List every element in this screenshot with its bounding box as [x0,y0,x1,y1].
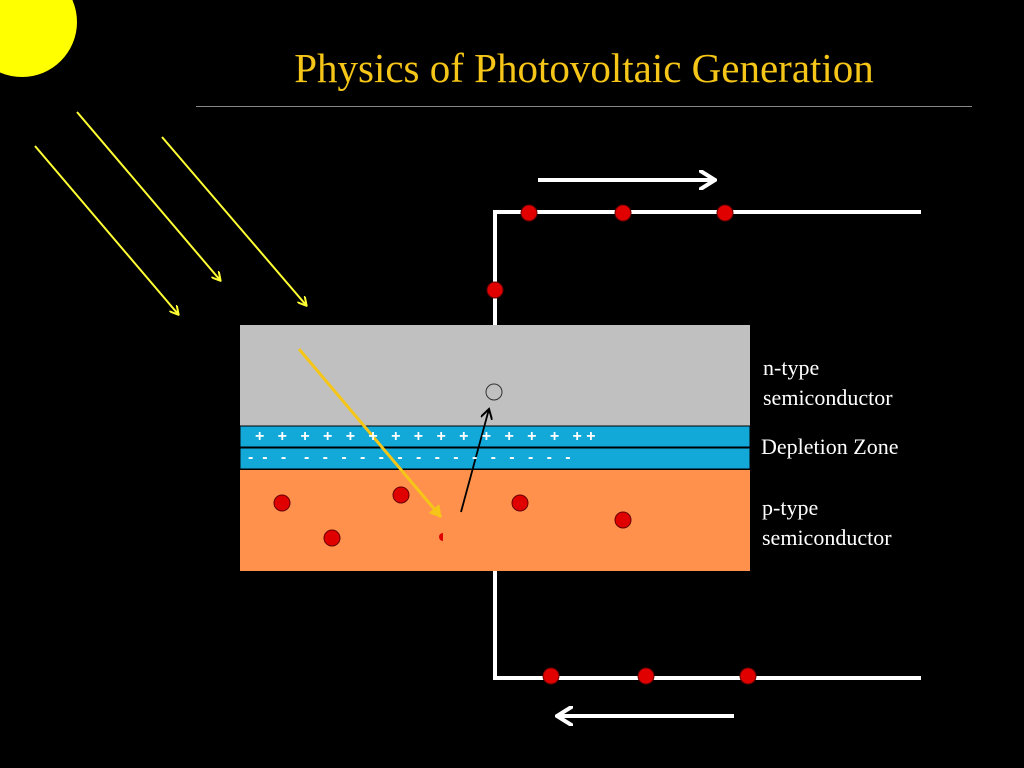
positive-charges: + + + + + + + + + + + + + + + + [255,428,596,445]
electron-dot [273,494,291,512]
sun-icon [0,0,77,77]
p-type-label: p-type semiconductor [762,493,892,553]
p-type-label-line1: p-type [762,495,819,520]
hole-circle [485,383,503,401]
sun-ray [34,145,178,314]
negative-charges: - - - - - - - - - - - - - - - - - - [248,449,571,466]
electron-dot [614,511,632,529]
electron-dot [739,667,757,685]
electron-dot [486,281,504,299]
electron-dot [323,529,341,547]
electron-dot [511,494,529,512]
depletion-negative-layer [239,447,751,470]
bottom-wire [493,571,921,680]
depletion-zone-label: Depletion Zone [761,434,899,459]
n-type-layer [240,325,750,426]
electron-path-arrow [460,409,489,513]
title-divider [196,106,972,107]
electron-dot [542,667,560,685]
top-wire [493,210,921,325]
electron-dot [520,204,538,222]
electron-dot [614,204,632,222]
electron-dot [637,667,655,685]
n-type-label: n-type semiconductor [763,353,893,413]
sun-ray [76,111,220,280]
page-title: Physics of Photovoltaic Generation [294,45,874,91]
p-type-label-line2: semiconductor [762,525,892,550]
sun-ray [161,136,306,305]
photon-ray [297,348,443,518]
n-type-label-line2: semiconductor [763,385,893,410]
electron-fragment [439,533,443,541]
p-type-layer [240,470,750,571]
n-type-label-line1: n-type [763,355,820,380]
electron-dot [716,204,734,222]
electron-dot [392,486,410,504]
